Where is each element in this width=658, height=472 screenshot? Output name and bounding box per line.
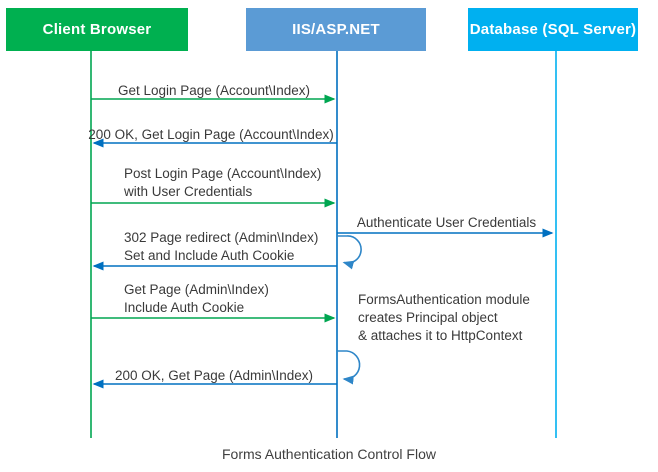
msg-post-login-label: Post Login Page (Account\Index) with Use… — [124, 165, 321, 201]
actor-database-sql-server: Database (SQL Server) — [468, 8, 638, 51]
msg-line: Post Login Page (Account\Index) — [124, 166, 322, 181]
msg-line: 302 Page redirect (Admin\Index) — [124, 230, 319, 245]
msg-get-login-page-label: Get Login Page (Account\Index) — [91, 82, 337, 100]
note-forms-authentication: FormsAuthentication module creates Princ… — [358, 291, 530, 345]
note-line: FormsAuthentication module — [358, 292, 530, 307]
actor-client-browser: Client Browser — [6, 8, 188, 51]
msg-200-ok-login-label: 200 OK, Get Login Page (Account\Index) — [76, 126, 346, 144]
msg-line: 200 OK, Get Login Page (Account\Index) — [88, 127, 334, 142]
msg-line: with User Credentials — [124, 184, 253, 199]
note-line: creates Principal object — [358, 310, 498, 325]
msg-302-redirect-label: 302 Page redirect (Admin\Index) Set and … — [124, 229, 318, 265]
msg-line: Get Login Page (Account\Index) — [117, 83, 311, 98]
msg-line: Set and Include Auth Cookie — [124, 248, 295, 263]
msg-authenticate-credentials-label: Authenticate User Credentials — [337, 214, 556, 232]
diagram-caption: Forms Authentication Control Flow — [222, 446, 436, 462]
msg-200-ok-get-page-label: 200 OK, Get Page (Admin\Index) — [91, 367, 337, 385]
msg-line: Get Page (Admin\Index) — [124, 282, 269, 297]
self-loop-forms-auth-module — [337, 350, 361, 385]
msg-get-page-admin-label: Get Page (Admin\Index) Include Auth Cook… — [124, 281, 269, 317]
msg-line: Include Auth Cookie — [124, 300, 245, 315]
msg-line: 200 OK, Get Page (Admin\Index) — [114, 368, 314, 383]
msg-line: Authenticate User Credentials — [356, 215, 537, 230]
actor-iis-aspnet: IIS/ASP.NET — [246, 8, 426, 51]
note-line: & attaches it to HttpContext — [358, 328, 523, 343]
self-loop-authentication-processing — [337, 235, 362, 270]
